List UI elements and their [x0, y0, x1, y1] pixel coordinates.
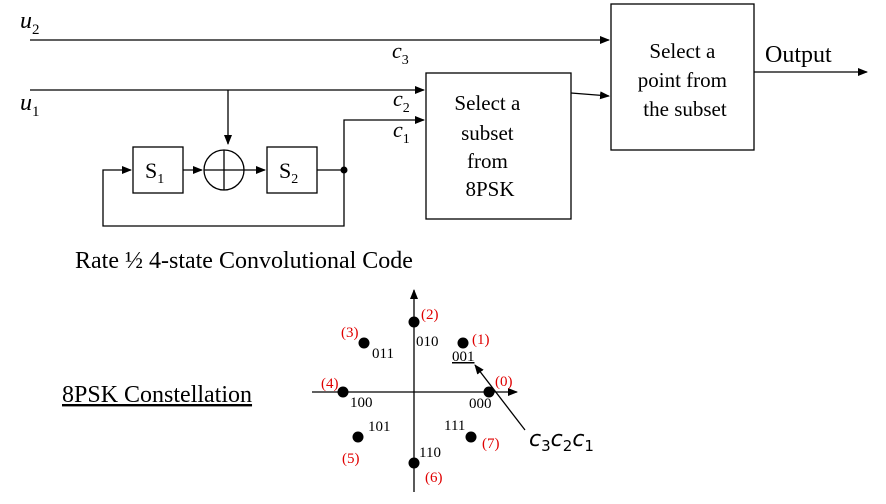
constellation-point-4 [337, 386, 349, 398]
index-labels: (0) (1) (2) (3) (4) (5) (6) (7) [321, 307, 513, 486]
index-label-2: (2) [421, 307, 439, 323]
bits-label-7: 111 [444, 418, 465, 434]
subset-selector-text: Select a subset from 8PSK [454, 91, 525, 201]
c2-label: c2 [393, 86, 410, 116]
constellation-point-1 [457, 337, 469, 349]
subset-output-line [570, 91, 610, 100]
constellation-point-6 [408, 457, 420, 469]
constellation-point-7 [465, 431, 477, 443]
s1-label: S1 [145, 158, 164, 187]
s2-label: S2 [279, 158, 298, 187]
bits-label-5: 101 [368, 419, 391, 435]
index-label-6: (6) [425, 470, 443, 486]
index-label-0: (0) [495, 374, 513, 390]
index-label-4: (4) [321, 376, 339, 392]
s2-register [266, 146, 318, 194]
constellation-point-2 [408, 316, 420, 328]
constellation-plot: 000 001 010 011 100 101 110 111 (0) (1) … [312, 289, 594, 492]
output-label: Output [765, 42, 832, 68]
u2-label: u2 [20, 8, 40, 38]
bits-label-4: 100 [350, 395, 373, 411]
bits-label-3: 011 [372, 346, 394, 362]
s1-register [132, 146, 184, 194]
bits-label-6: 110 [419, 445, 441, 461]
constellation-point-0 [483, 386, 495, 398]
index-label-5: (5) [342, 451, 360, 467]
constellation-caption: 8PSK Constellation [62, 382, 252, 408]
index-label-1: (1) [472, 332, 490, 348]
bit-order-label: c3c2c1 [529, 427, 594, 455]
bits-label-0: 000 [469, 396, 492, 412]
c1-label: c1 [393, 117, 410, 147]
bits-label-1: 001 [452, 349, 475, 365]
index-label-7: (7) [482, 436, 500, 452]
subset-selector-box [425, 72, 572, 220]
code-caption: Rate ½ 4-state Convolutional Code [75, 248, 413, 274]
index-label-3: (3) [341, 325, 359, 341]
u1-label: u1 [20, 90, 40, 120]
point-selector-text: Select a point from the subset [638, 39, 733, 121]
point-selector-box [610, 3, 755, 151]
bit-order-pointer [474, 364, 526, 431]
c1-line [343, 116, 425, 170]
c3-label: c3 [392, 38, 409, 68]
feedback-line [102, 166, 345, 227]
bits-label-2: 010 [416, 334, 439, 350]
constellation-point-3 [358, 337, 370, 349]
constellation-point-5 [352, 431, 364, 443]
